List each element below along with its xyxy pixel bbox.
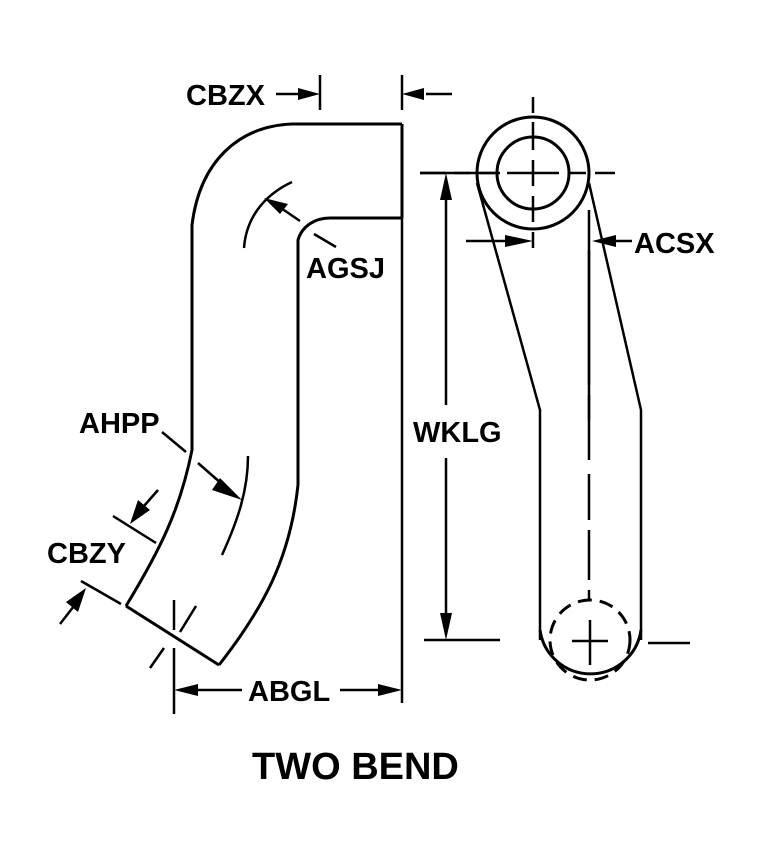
drawing-title: TWO BEND [252, 746, 459, 788]
agsj-radius-arc [242, 180, 293, 249]
wklg-label: WKLG [413, 417, 502, 449]
arrowhead [402, 88, 424, 100]
tube-end-view [420, 97, 690, 682]
ahpp-label: AHPP [79, 408, 160, 440]
arrowhead [66, 588, 86, 612]
agsj-label: AGSJ [306, 253, 385, 285]
tube-outer-edge [124, 122, 402, 607]
abgl-dimension: ABGL [148, 218, 404, 714]
tube-inner-edge [217, 216, 402, 666]
arrowhead [378, 684, 402, 696]
tube-bottom-end-face [125, 604, 220, 667]
arrowhead [505, 235, 533, 247]
tube-side-view [124, 122, 404, 667]
acsx-dimension: ACSX [466, 210, 715, 420]
acsx-label: ACSX [634, 228, 715, 260]
bottom-outer-arc [538, 629, 643, 676]
agsj-dimension: AGSJ [264, 198, 385, 285]
cbzx-label: CBZX [186, 80, 266, 112]
arrowhead [130, 500, 150, 524]
cbzx-dimension: CBZX [186, 75, 452, 112]
arrowhead [440, 613, 452, 640]
end-view-left-edge [475, 182, 542, 640]
abgl-label: ABGL [248, 676, 330, 708]
end-view-right-edge [587, 182, 643, 640]
arrowhead [298, 88, 320, 100]
arrowhead [440, 173, 452, 200]
ahpp-radius-arc [220, 455, 250, 556]
arrowhead [174, 684, 198, 696]
ahpp-dimension: AHPP [79, 408, 242, 500]
arrowhead [212, 478, 242, 500]
arrowhead [264, 198, 288, 214]
cbzy-label: CBZY [47, 538, 126, 570]
cbzy-dimension: CBZY [47, 489, 159, 625]
arrowhead [592, 235, 616, 247]
wklg-dimension: WKLG [413, 171, 502, 642]
